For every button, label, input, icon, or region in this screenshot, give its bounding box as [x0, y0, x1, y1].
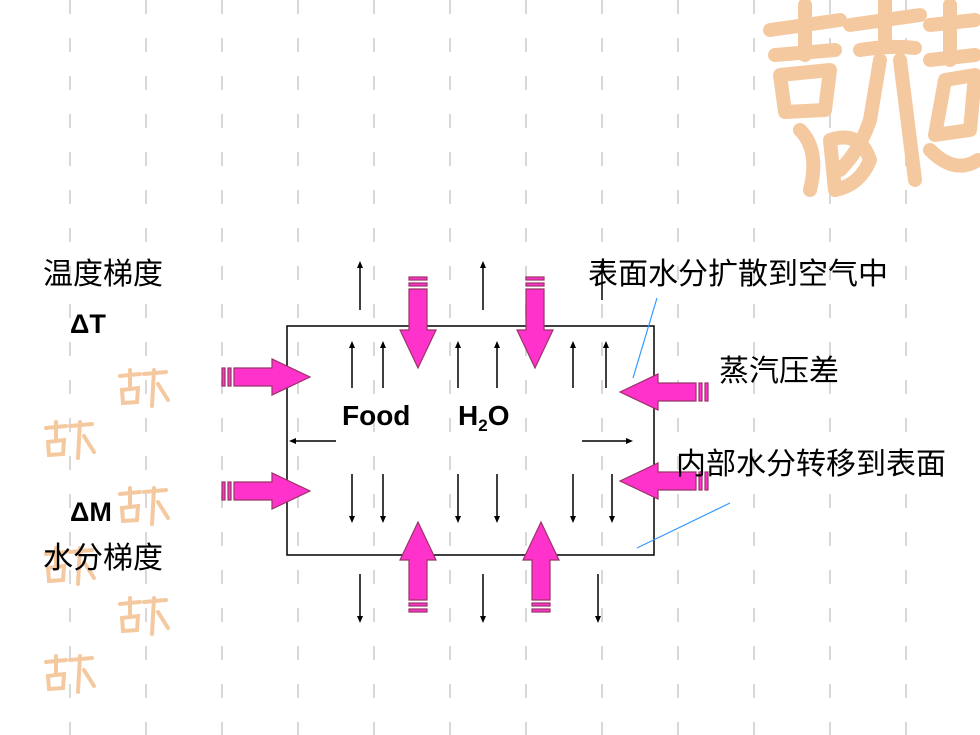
pink-arrow-left-2 [221, 472, 312, 510]
leader-line-surface [632, 297, 658, 379]
h2o-label: H2O [458, 400, 510, 435]
food-box [286, 325, 655, 556]
decor-stamp-small-icon [44, 368, 170, 694]
label-delta-t: ΔT [70, 309, 106, 339]
label-delta-m: ΔM [70, 497, 112, 527]
label-temperature-gradient: 温度梯度 [43, 257, 163, 292]
pink-arrow-bottom-1 [399, 520, 437, 613]
background-dash-grid [69, 0, 907, 735]
label-vapor-pressure-diff: 蒸汽压差 [719, 354, 839, 389]
leader-line-internal [636, 502, 731, 549]
h2o-o: O [487, 400, 510, 431]
label-moisture-gradient: 水分梯度 [43, 541, 163, 576]
label-internal-transfer: 内部水分转移到表面 [676, 447, 946, 482]
h2o-h: H [458, 400, 479, 431]
food-label: Food [342, 400, 411, 431]
thin-arrows [289, 261, 633, 623]
h2o-subscript: 2 [478, 416, 488, 435]
heat-arrows [221, 276, 709, 613]
pink-arrow-left-1 [221, 358, 312, 396]
decor-seal-large-icon [763, 0, 980, 197]
pink-arrow-bottom-2 [522, 520, 560, 613]
label-surface-diffusion: 表面水分扩散到空气中 [588, 257, 888, 292]
pink-arrow-top-2 [516, 276, 554, 370]
pink-arrow-right-2 [618, 462, 709, 500]
pink-arrow-top-1 [399, 276, 437, 370]
pink-arrow-right-1 [618, 373, 709, 411]
